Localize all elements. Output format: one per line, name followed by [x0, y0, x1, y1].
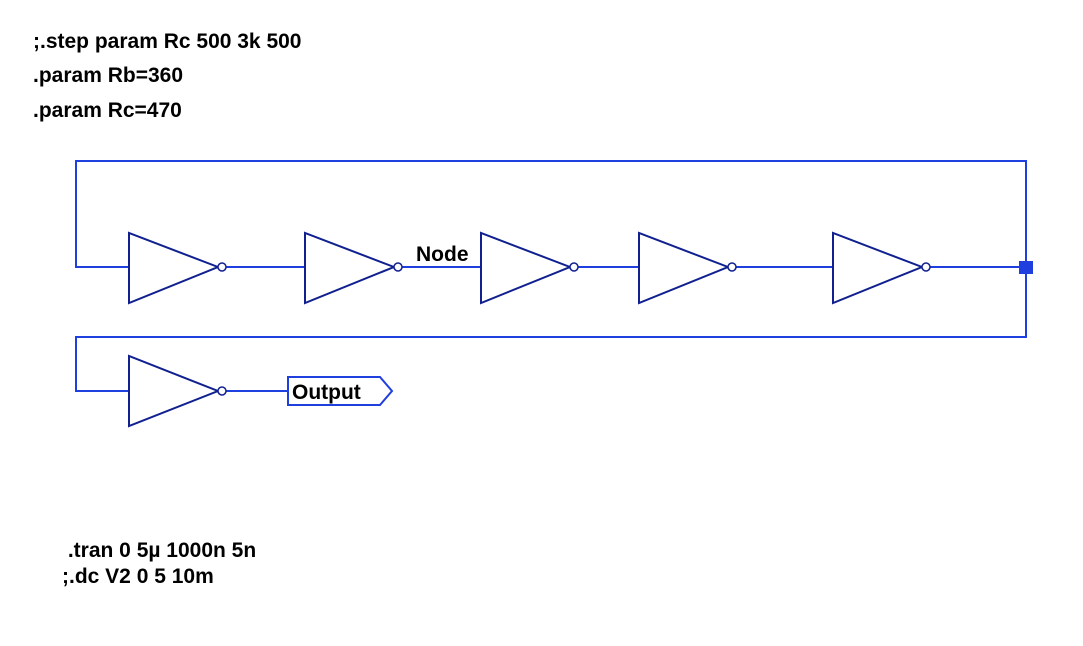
inverter-triangle [638, 231, 731, 305]
output-flag-label: Output [292, 381, 361, 404]
inverter-triangle [128, 354, 221, 428]
tran-directive[interactable]: .tran 0 5µ 1000n 5n [62, 539, 257, 562]
dc-directive[interactable]: ;.dc V2 0 5 10m [62, 565, 214, 588]
inverter-bubble [569, 262, 579, 272]
feedback-wire[interactable] [75, 160, 1027, 392]
inverter-4[interactable] [638, 231, 737, 305]
inverter-bubble [217, 262, 227, 272]
inverter-3[interactable] [480, 231, 579, 305]
inverter-2[interactable] [304, 231, 403, 305]
output-flag-shape [287, 376, 394, 406]
inverter-5[interactable] [832, 231, 931, 305]
inverter-bubble [727, 262, 737, 272]
junction-dot[interactable] [1019, 261, 1033, 274]
param-rb-directive[interactable]: .param Rb=360 [33, 64, 183, 87]
inverter-triangle [128, 231, 221, 305]
inverter-output[interactable] [128, 354, 227, 428]
net-label-node[interactable]: Node [416, 243, 469, 266]
inverter-1[interactable] [128, 231, 227, 305]
inverter-bubble [921, 262, 931, 272]
inverter-bubble [217, 386, 227, 396]
inverter-bubble [393, 262, 403, 272]
step-directive[interactable]: ;.step param Rc 500 3k 500 [33, 30, 302, 53]
output-port-flag[interactable]: Output [287, 376, 394, 406]
inverter-triangle [304, 231, 397, 305]
param-rc-directive[interactable]: .param Rc=470 [33, 99, 182, 122]
inverter-triangle [832, 231, 925, 305]
inverter-triangle [480, 231, 573, 305]
